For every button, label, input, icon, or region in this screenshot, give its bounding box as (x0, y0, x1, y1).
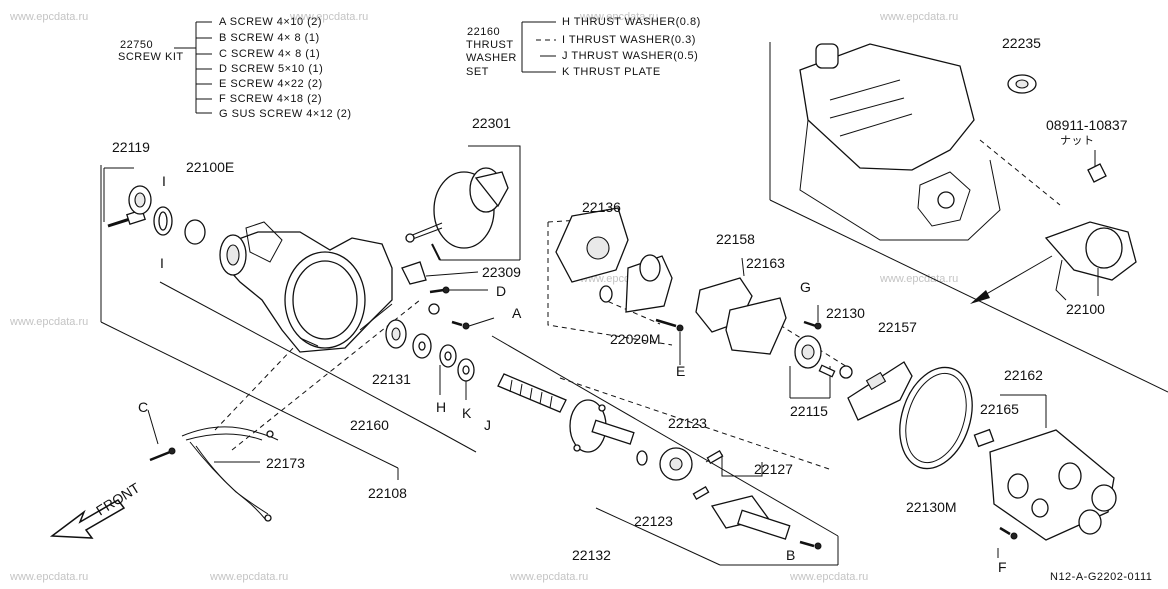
label-22158: 22158 (716, 231, 755, 247)
watermark-bot-4: www.epcdata.ru (789, 571, 868, 583)
thrust-washer-part-no: 22160 (467, 26, 500, 38)
screw-kit-item-e: E SCREW 4×22 (2) (219, 78, 323, 90)
screw-kit-item-d: D SCREW 5×10 (1) (219, 63, 323, 75)
label-22132: 22132 (572, 547, 611, 563)
label-22162: 22162 (1004, 367, 1043, 383)
small-hardware (401, 261, 495, 330)
label-22157: 22157 (878, 319, 917, 335)
label-22127: 22127 (754, 461, 793, 477)
label-08911-10837: 08911-10837 (1046, 117, 1128, 133)
callout-d: D (496, 283, 506, 299)
label-22020m: 22020M (610, 331, 661, 347)
washers (385, 319, 475, 400)
screw-kit-item-f: F SCREW 4×18 (2) (219, 93, 322, 105)
label-08911-sub: ナット (1060, 134, 1095, 147)
callout-i-lower: I (160, 255, 164, 271)
part-22119-group (103, 167, 206, 245)
callout-k: K (462, 405, 472, 421)
screw-kit-name: SCREW KIT (118, 51, 184, 63)
thrust-washer-name-2: WASHER (466, 52, 517, 64)
label-22130m: 22130M (906, 499, 957, 515)
rotor-and-condenser (789, 335, 913, 421)
install-arrow-icon (970, 255, 1053, 304)
label-22100: 22100 (1066, 301, 1105, 317)
label-22123-upper: 22123 (668, 415, 707, 431)
thrust-washer-legend: 22160 THRUST WASHER SET H THRUST WASHER(… (466, 16, 701, 78)
figure-code: N12-A-G2202-0111 (1050, 571, 1152, 583)
label-22115: 22115 (790, 403, 828, 419)
callout-i-upper: I (162, 173, 166, 189)
screw-kit-item-c: C SCREW 4× 8 (1) (219, 48, 320, 60)
wiring-harness (147, 409, 279, 522)
callout-f: F (998, 559, 1007, 575)
label-22309: 22309 (482, 264, 521, 280)
screw-kit-part-no: 22750 (120, 39, 153, 51)
front-label: FRONT (93, 479, 143, 518)
callout-e: E (676, 363, 685, 379)
screw-kit-item-b: B SCREW 4× 8 (1) (219, 32, 320, 44)
label-22165: 22165 (980, 401, 1019, 417)
part-labels: 22119 22100E 22301 22309 22131 22160 221… (112, 35, 1128, 563)
thrust-washer-item-h: H THRUST WASHER(0.8) (562, 16, 701, 28)
contact-plates (695, 257, 822, 355)
watermark-top-2: www.epcdata.ru (289, 11, 368, 23)
callout-b: B (786, 547, 795, 563)
vacuum-controller (405, 145, 521, 261)
watermark-bot-3: www.epcdata.ru (509, 571, 588, 583)
front-arrow-icon: FRONT (49, 479, 143, 539)
thrust-washer-name-3: SET (466, 66, 489, 78)
distributor-housing (219, 221, 393, 353)
label-22108: 22108 (368, 485, 407, 501)
distributor-assembly-small (1007, 74, 1137, 301)
watermark-top-4: www.epcdata.ru (879, 11, 958, 23)
label-22131: 22131 (372, 371, 411, 387)
label-22235: 22235 (1002, 35, 1041, 51)
watermark-bot-1: www.epcdata.ru (9, 571, 88, 583)
callout-h: H (436, 399, 446, 415)
callout-g: G (800, 279, 811, 295)
rotor-shaft (710, 495, 822, 550)
label-22136: 22136 (582, 199, 621, 215)
watermark-bot-2: www.epcdata.ru (209, 571, 288, 583)
watermark-top-1: www.epcdata.ru (9, 11, 88, 23)
label-22173: 22173 (266, 455, 305, 471)
callout-j: J (484, 417, 491, 433)
distributor-shaft (497, 373, 635, 453)
breaker-plate (555, 207, 684, 365)
label-22301: 22301 (472, 115, 511, 131)
watermarks: www.epcdata.ru www.epcdata.ru www.epcdat… (9, 11, 958, 583)
thrust-washer-item-j: J THRUST WASHER(0.5) (562, 50, 698, 62)
distributor-cap (973, 394, 1117, 541)
thrust-washer-item-i: I THRUST WASHER(0.3) (562, 34, 696, 46)
callout-c: C (138, 399, 148, 415)
engine-sketch (799, 43, 1001, 241)
cap-gasket-ring (899, 366, 973, 470)
label-22160: 22160 (350, 417, 389, 433)
screw-kit-item-a: A SCREW 4×10 (2) (219, 16, 322, 28)
callout-a: A (512, 305, 522, 321)
screw-kit-item-g: G SUS SCREW 4×12 (2) (219, 108, 352, 120)
letter-callouts: A B C D E F G H I J K I (138, 173, 1007, 575)
screw-kit-legend: 22750 SCREW KIT A SCREW 4×10 (2) B SCREW… (118, 16, 352, 120)
label-22123-lower: 22123 (634, 513, 673, 529)
thrust-washer-item-k: K THRUST PLATE (562, 66, 661, 78)
watermark-mid-1: www.epcdata.ru (9, 316, 88, 328)
label-22163: 22163 (746, 255, 785, 271)
watermark-top-3: www.epcdata.ru (579, 11, 658, 23)
label-22100e: 22100E (186, 159, 234, 175)
watermark-mid-4: www.epcdata.ru (879, 273, 958, 285)
thrust-washer-name-1: THRUST (466, 39, 514, 51)
label-22119: 22119 (112, 139, 150, 155)
label-22130: 22130 (826, 305, 865, 321)
governor-parts (636, 447, 763, 500)
